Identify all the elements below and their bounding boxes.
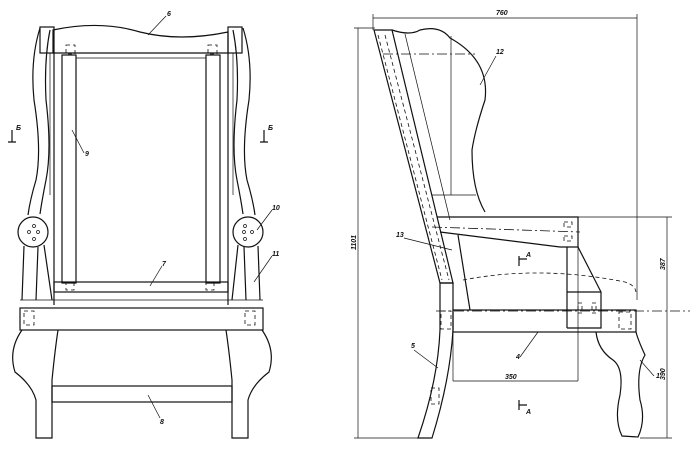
dowel bbox=[65, 44, 76, 55]
section-mark-lower: А bbox=[518, 400, 531, 416]
dim-seat-height: 390 bbox=[660, 368, 667, 380]
wing bbox=[391, 28, 487, 213]
left-armrest-disc bbox=[17, 216, 49, 248]
section-label: А bbox=[525, 409, 531, 416]
arm-front-support bbox=[566, 246, 602, 329]
seat-rail bbox=[53, 281, 229, 293]
back-leg bbox=[417, 282, 454, 439]
left-wing-inner bbox=[39, 29, 51, 215]
section-mark-upper: А bbox=[518, 252, 531, 266]
dim-arm-height: 387 bbox=[660, 257, 667, 270]
dowel bbox=[244, 310, 256, 326]
dim-seat-depth: 350 bbox=[505, 374, 517, 381]
left-slat bbox=[61, 54, 77, 284]
dowel bbox=[618, 311, 632, 330]
label-armrest-disc: 10 bbox=[272, 205, 280, 212]
label-front-leg: 1 bbox=[656, 373, 660, 380]
label-back-post: 13 bbox=[396, 232, 404, 239]
wing-line bbox=[404, 33, 451, 221]
dimension-lines: 760 1101 387 390 350 bbox=[351, 10, 672, 439]
right-slat bbox=[205, 54, 221, 284]
label-stretcher: 8 bbox=[160, 419, 164, 426]
right-post-cap bbox=[227, 26, 243, 54]
front-right-leg bbox=[225, 329, 272, 439]
left-post-cap bbox=[39, 26, 55, 54]
right-armrest-disc bbox=[232, 216, 264, 248]
label-back-leg: 5 bbox=[411, 343, 415, 350]
dowel bbox=[205, 282, 215, 291]
dowel bbox=[577, 302, 583, 314]
right-wing-outline bbox=[242, 27, 256, 216]
label-side-rail: 4 bbox=[515, 354, 520, 361]
label-seat-rail: 7 bbox=[162, 261, 167, 268]
section-label: Б bbox=[268, 125, 273, 132]
label-side-slat: 9 bbox=[85, 151, 89, 158]
arm-back-support bbox=[457, 234, 471, 311]
top-rail bbox=[52, 24, 229, 54]
dowel bbox=[65, 282, 75, 291]
right-wing-inner bbox=[232, 29, 244, 215]
left-arm-support bbox=[21, 244, 53, 301]
armrest bbox=[437, 216, 579, 248]
dowel bbox=[207, 44, 218, 55]
center-line bbox=[431, 226, 581, 233]
dowel bbox=[563, 221, 573, 228]
label-arm-support: 11 bbox=[272, 251, 279, 258]
dowel bbox=[563, 235, 573, 242]
dowel bbox=[440, 310, 452, 330]
section-mark-left: Б bbox=[8, 125, 21, 143]
stretcher bbox=[51, 385, 233, 403]
seat-cushion-outline bbox=[462, 272, 637, 293]
seat-frame bbox=[19, 307, 264, 331]
dowel bbox=[23, 310, 35, 326]
dim-overall-depth: 760 bbox=[496, 10, 508, 17]
dim-overall-height: 1101 bbox=[351, 235, 358, 250]
label-top-rail: 6 bbox=[167, 11, 171, 18]
label-wing: 12 bbox=[496, 49, 504, 56]
dowel bbox=[591, 302, 597, 314]
side-view: 760 1101 387 390 350 А А 12 13 5 4 1 bbox=[351, 10, 690, 439]
front-leg bbox=[595, 331, 646, 438]
section-label: Б bbox=[16, 125, 21, 132]
side-rail bbox=[452, 309, 637, 333]
left-wing-outline bbox=[27, 27, 41, 216]
front-left-leg bbox=[12, 329, 59, 439]
right-arm-support bbox=[231, 244, 261, 301]
front-view: Б Б 6 9 10 11 7 8 bbox=[8, 11, 280, 439]
section-label: А bbox=[525, 252, 531, 259]
dowel bbox=[430, 387, 440, 405]
back-post-hidden bbox=[377, 34, 450, 281]
section-mark-right: Б bbox=[260, 125, 273, 143]
